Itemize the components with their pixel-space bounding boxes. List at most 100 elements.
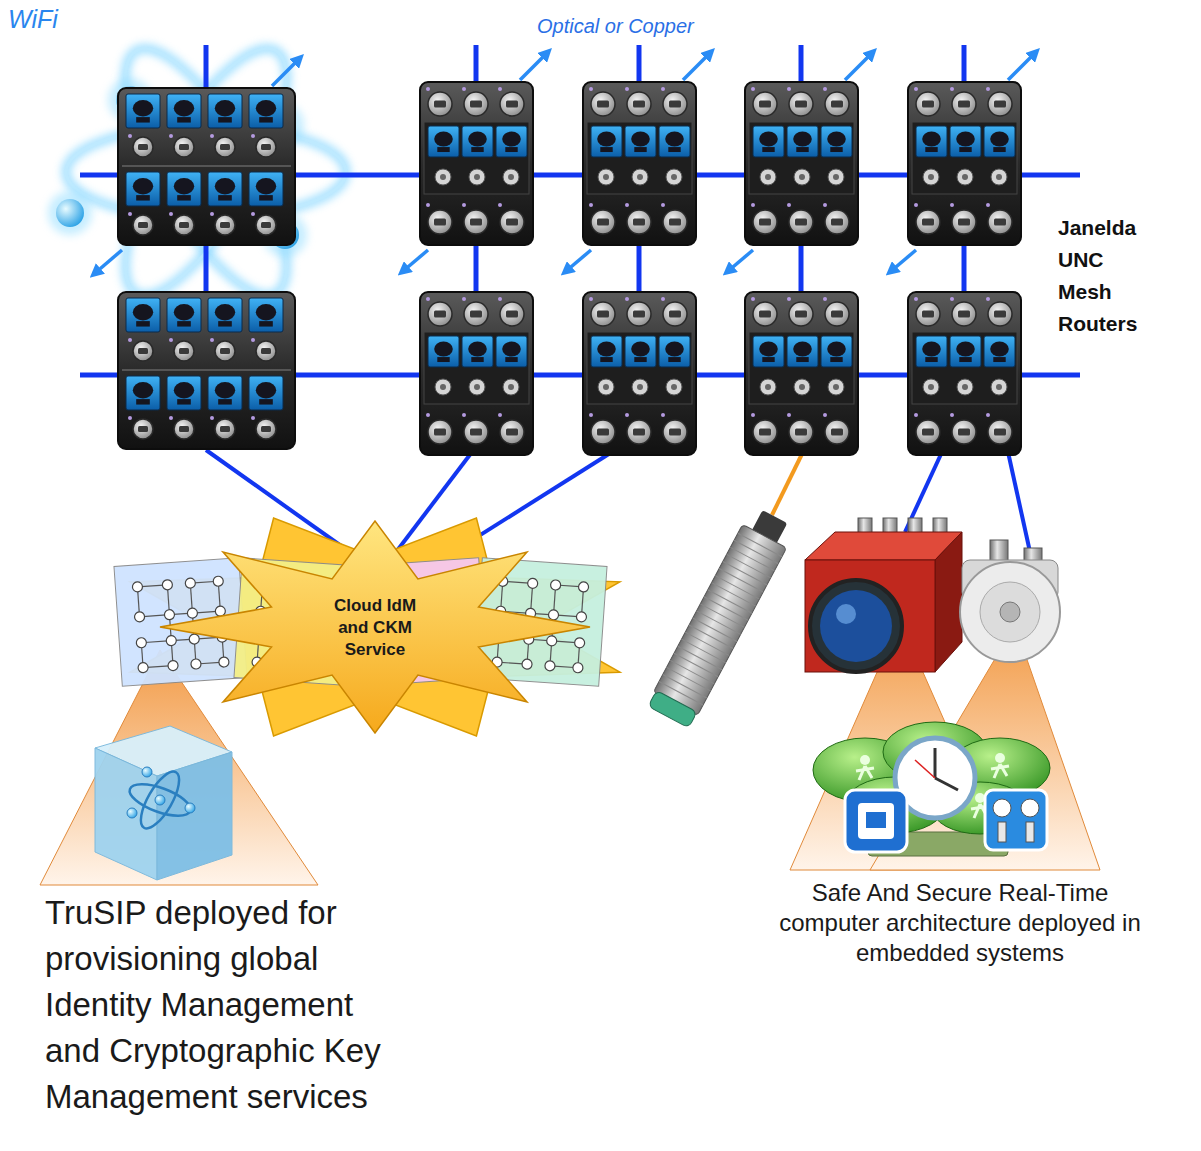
camera-base [796, 147, 808, 152]
port-socket [133, 137, 153, 157]
port-jack [759, 428, 771, 435]
status-led [426, 87, 430, 91]
sensor-thread [723, 561, 767, 584]
camera-base [993, 147, 1005, 152]
camera-base [136, 321, 150, 326]
camera-tile [787, 336, 818, 367]
port-socket [825, 92, 849, 116]
status-led [914, 87, 918, 91]
camera-tile [208, 376, 242, 410]
port-jack [958, 428, 970, 435]
uplink-line [799, 243, 804, 294]
io-pin [440, 384, 446, 390]
port-jack [831, 428, 843, 435]
port-jack [434, 428, 446, 435]
status-led [169, 338, 173, 342]
port-socket [627, 420, 651, 444]
router-divider [122, 369, 291, 371]
wifi-orbit [96, 28, 316, 316]
graph-node [187, 608, 198, 619]
camera-base [830, 147, 842, 152]
router-case [118, 88, 295, 245]
camera-dome [956, 342, 975, 357]
port-jack [470, 428, 482, 435]
port-jack [795, 218, 807, 225]
node-text: Safe And Secure Real-Time computer archi… [768, 878, 1152, 968]
camera-dome [990, 342, 1009, 357]
port-jack [633, 100, 645, 107]
port-socket [215, 137, 235, 157]
status-led [823, 413, 827, 417]
router-panel [749, 332, 854, 404]
sensor-thread [727, 554, 771, 577]
io-pin [765, 384, 771, 390]
status-led [661, 203, 665, 207]
sensor-thread [689, 625, 733, 648]
status-led [462, 297, 466, 301]
wifi-orbit [96, 28, 316, 316]
mesh-router [745, 292, 858, 455]
camera-base [762, 147, 774, 152]
lens-glass [820, 590, 892, 662]
port-jack [669, 428, 681, 435]
camera-tile [950, 336, 981, 367]
status-led [986, 87, 990, 91]
camera-tile [249, 298, 283, 332]
sensor-thread [693, 618, 737, 641]
camera-base [600, 357, 612, 362]
port-socket [627, 210, 651, 234]
port-socket [753, 210, 777, 234]
router-case [420, 292, 533, 455]
gauge-dial [993, 799, 1011, 817]
camera-dome [174, 382, 194, 398]
port-socket [789, 420, 813, 444]
graph-node [136, 637, 147, 648]
port-socket [428, 302, 452, 326]
port-socket [428, 210, 452, 234]
status-led [498, 203, 502, 207]
graph-node [574, 637, 585, 648]
status-led [914, 413, 918, 417]
port-jack [220, 348, 230, 354]
io-pin [440, 174, 446, 180]
port-socket [256, 137, 276, 157]
camera-tile [249, 172, 283, 206]
io-connector [923, 169, 939, 185]
uplink-line [204, 45, 209, 90]
port-socket [133, 419, 153, 439]
camera-base [505, 357, 517, 362]
port-jack [958, 100, 970, 107]
camera-base [259, 321, 273, 326]
camera-base [668, 147, 680, 152]
camera-dome [922, 132, 941, 147]
graph-node [164, 609, 175, 620]
encoder-flange [980, 582, 1040, 642]
io-connector [435, 169, 451, 185]
status-led [950, 87, 954, 91]
camera-dome [502, 132, 521, 147]
port-jack [179, 144, 189, 150]
camera-tile [659, 336, 690, 367]
status-led [251, 134, 255, 138]
realtime-icons [813, 722, 1050, 856]
camera-tile [821, 336, 852, 367]
camera-base [505, 147, 517, 152]
graph-node [166, 635, 177, 646]
io-pin [962, 174, 968, 180]
status-led [210, 338, 214, 342]
status-led [462, 87, 466, 91]
network-type-label: WiFi [8, 4, 128, 34]
graph-node [545, 660, 556, 671]
status-led [950, 203, 954, 207]
camera-dome [631, 342, 650, 357]
camera-tile [126, 298, 160, 332]
wireless-arrows [94, 52, 1036, 274]
io-pin [637, 174, 643, 180]
status-led [498, 413, 502, 417]
node-text: TruSIP deployed for provisioning global … [45, 890, 410, 1120]
router-divider [122, 165, 291, 167]
thermal-camera [805, 518, 962, 672]
router-panel [424, 332, 529, 404]
graph-node [576, 612, 587, 623]
